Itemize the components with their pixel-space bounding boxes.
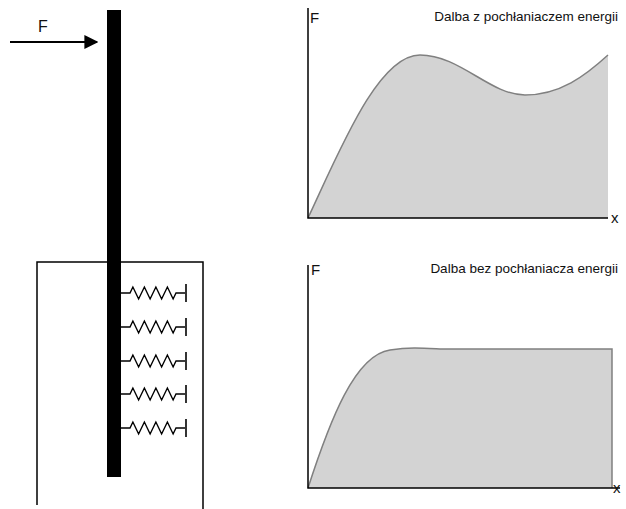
force-arrow xyxy=(10,41,97,43)
spring xyxy=(121,355,185,367)
spring-plate xyxy=(185,318,187,336)
spring-plate xyxy=(185,385,187,403)
chart-area xyxy=(308,55,608,218)
chart-axes xyxy=(308,265,620,488)
spring xyxy=(121,422,185,434)
chart-curve xyxy=(308,348,612,488)
spring-plate xyxy=(185,284,187,302)
axis-label: F xyxy=(310,10,319,27)
axis-label: F xyxy=(311,262,320,279)
spring xyxy=(121,287,185,299)
spring-plate xyxy=(185,419,187,437)
spring xyxy=(121,321,185,333)
chart-title: Dalba bez pochłaniacza energii xyxy=(430,262,618,277)
spring-group xyxy=(121,284,186,437)
chart-axes xyxy=(308,8,608,218)
force-label: F xyxy=(38,18,48,36)
axis-label: x xyxy=(611,210,619,227)
pile xyxy=(107,10,121,477)
axis-label: x xyxy=(613,480,621,497)
spring-plate xyxy=(185,352,187,370)
chart-curve xyxy=(308,55,608,218)
chart-area xyxy=(308,348,612,488)
spring xyxy=(121,388,185,400)
chart-title: Dalba z pochłaniaczem energii xyxy=(434,10,618,25)
